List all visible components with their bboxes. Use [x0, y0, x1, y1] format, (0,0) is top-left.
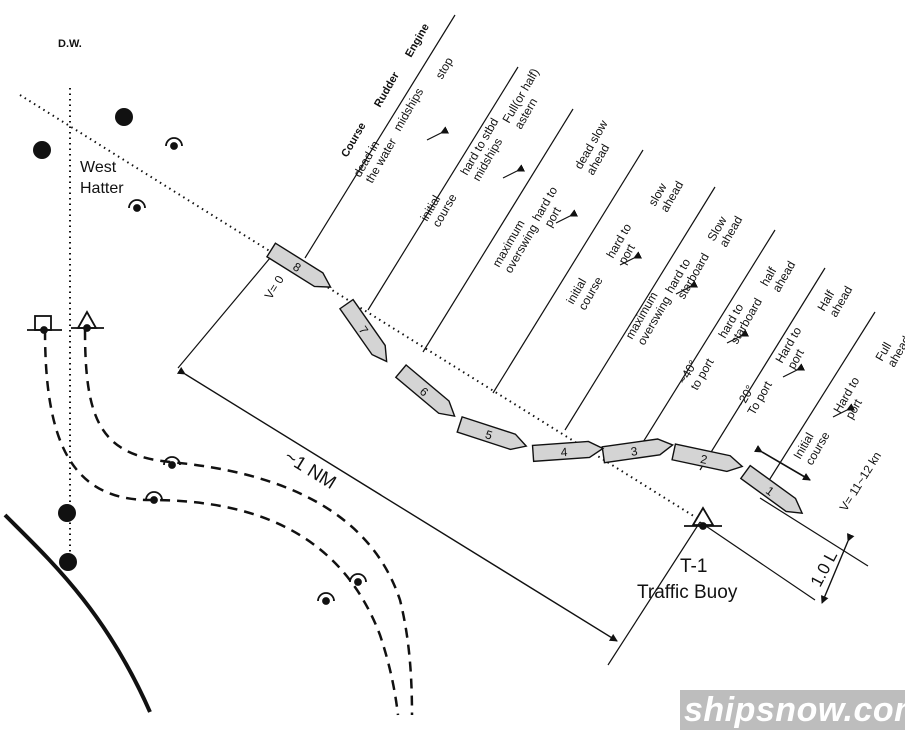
header-rudder: Rudder	[372, 70, 402, 110]
dw-label: D.W.	[58, 38, 82, 50]
black-buoy-2	[33, 141, 51, 159]
distance-label: ~1 NM	[280, 446, 339, 493]
channel-inner-boundary	[43, 329, 400, 716]
end-extension-line	[607, 521, 701, 666]
black-buoy-3	[58, 504, 76, 522]
direction-arrow-4	[619, 251, 643, 266]
buoy-description: Traffic Buoy	[637, 582, 738, 603]
triangle-marker-left	[71, 310, 104, 332]
ship-2-number: 2	[699, 452, 709, 467]
ship-4-number: 4	[560, 445, 568, 459]
watermark-text: shipsnow.com	[684, 691, 905, 729]
start-extension-line	[177, 257, 271, 369]
direction-arrow-3	[555, 209, 579, 224]
direction-arrow-8	[832, 403, 856, 418]
ship-4: 4	[531, 440, 605, 463]
ship1-length-arrow	[753, 445, 811, 481]
ship-3: 3	[601, 438, 675, 464]
watermark-background	[680, 690, 905, 730]
west-label: West	[80, 159, 117, 176]
header-engine: Engine	[403, 22, 432, 60]
column-1-text-4: stop	[432, 55, 456, 82]
shoreline	[3, 513, 152, 713]
ship-6: 6	[394, 364, 456, 418]
column-1-text-3: midships	[390, 85, 426, 133]
distance-arrow-line	[176, 366, 618, 642]
black-buoy-4	[59, 553, 77, 571]
v-start-label: V= 0	[262, 273, 287, 302]
channel-outer-boundary	[83, 329, 414, 716]
direction-arrow-6	[726, 329, 750, 344]
hatter-label: Hatter	[80, 180, 124, 197]
t1-buoy-marker	[684, 506, 722, 530]
direction-arrow-1	[426, 126, 450, 141]
direction-arrow-5	[675, 280, 699, 295]
small-buoy-group	[128, 137, 367, 605]
direction-arrow-2	[502, 164, 526, 179]
column-guide-lines	[304, 14, 876, 483]
length-extension-a	[699, 521, 816, 601]
square-marker	[27, 315, 62, 334]
ship-2: 2	[671, 443, 744, 473]
ship-7: 7	[338, 298, 388, 363]
direction-arrow-7	[782, 363, 806, 378]
ship-3-number: 3	[630, 444, 639, 459]
ship-5: 5	[456, 416, 528, 451]
ship-8: 8	[265, 242, 332, 288]
buoy-name: T-1	[680, 556, 707, 577]
v-end-label: V= 11~12 kn	[837, 449, 884, 513]
black-buoy-1	[115, 108, 133, 126]
length-arrow-line	[821, 532, 855, 604]
direction-arrows	[426, 126, 856, 418]
